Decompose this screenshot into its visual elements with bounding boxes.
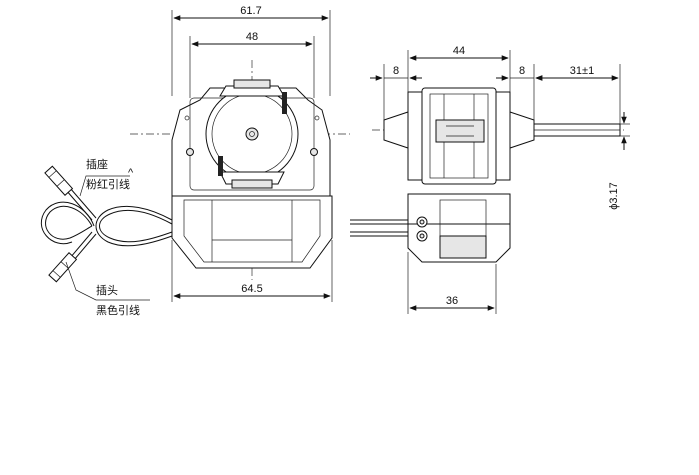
side-view: 44 8 8 31±1 ϕ3.17 36 bbox=[350, 45, 630, 314]
label-black-lead: 黑色引线 bbox=[96, 303, 140, 317]
lead-wires bbox=[40, 165, 173, 301]
dim-top-width: 61.7 bbox=[240, 5, 261, 17]
dim-inner-width: 48 bbox=[246, 31, 258, 43]
dim-bottom-width: 64.5 bbox=[241, 283, 262, 295]
label-socket: 插座 bbox=[86, 157, 108, 171]
dim-base-width: 36 bbox=[446, 295, 458, 307]
label-pink-lead: 粉红引线 bbox=[86, 177, 130, 191]
dim-left-offset: 8 bbox=[393, 65, 399, 77]
caret-mark: ^ bbox=[128, 167, 134, 179]
dim-right-offset: 8 bbox=[519, 65, 525, 77]
dim-shaft-length: 31±1 bbox=[570, 65, 594, 77]
dim-shaft-diameter: ϕ3.17 bbox=[608, 182, 620, 210]
dim-side-width: 44 bbox=[453, 45, 465, 57]
front-view: 61.7 48 64.5 bbox=[130, 5, 350, 302]
label-plug: 插头 bbox=[96, 283, 118, 297]
